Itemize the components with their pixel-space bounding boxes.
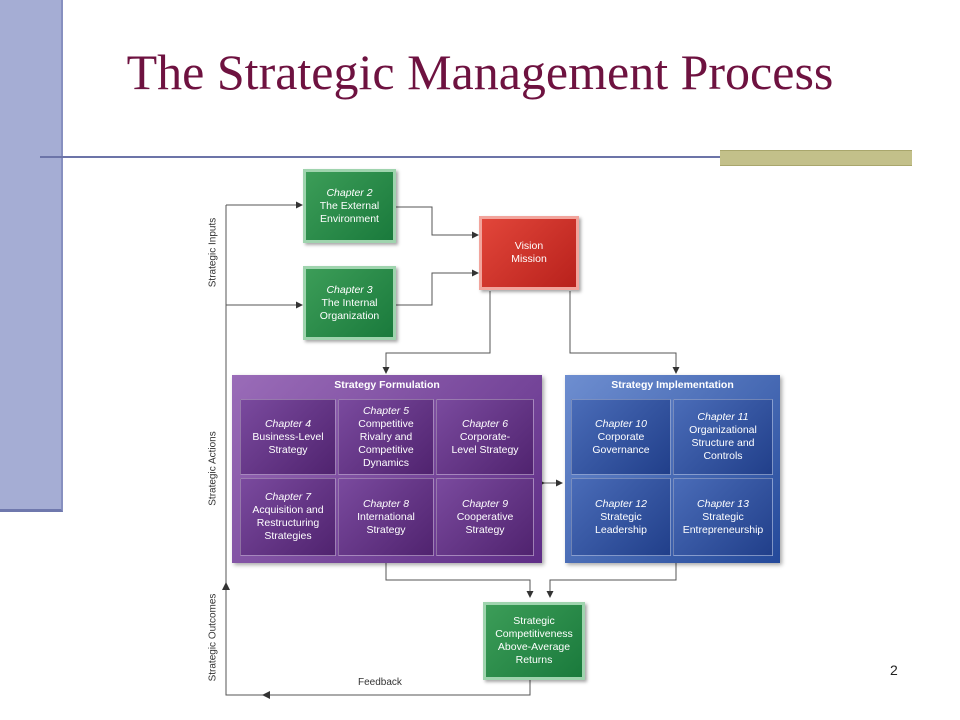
formulation-cell-chapter: Chapter 7 bbox=[264, 491, 312, 503]
feedback-arrowhead bbox=[262, 691, 270, 699]
accent-bar bbox=[720, 150, 912, 166]
implementation-cell-chapter: Chapter 12 bbox=[595, 497, 647, 510]
outcome-line2: Competitiveness bbox=[495, 628, 573, 640]
formulation-cell-chapter: Chapter 6 bbox=[461, 417, 509, 430]
outcome-line3: Above-Average bbox=[497, 641, 571, 653]
internal-chapter: Chapter 3 bbox=[326, 283, 373, 296]
internal-line2: Organization bbox=[319, 309, 380, 322]
internal-organization-box: Chapter 3 The Internal Organization bbox=[303, 266, 396, 340]
page-number: 2 bbox=[890, 662, 898, 678]
arrow-vision-to-implementation bbox=[569, 291, 680, 374]
implementation-cell-line: Structure and bbox=[691, 437, 755, 449]
vision-line2: Mission bbox=[511, 253, 547, 265]
outcome-line4: Returns bbox=[515, 654, 553, 666]
implementation-cell-line: Entrepreneurship bbox=[682, 523, 764, 536]
arrow-implementation-to-outcome bbox=[546, 563, 677, 598]
implementation-cell-chapter: Chapter 13 bbox=[697, 497, 749, 510]
arrow-vision-to-formulation bbox=[382, 291, 491, 374]
strategic-competitiveness-box: Strategic Competitiveness Above-Average … bbox=[483, 602, 585, 680]
vision-mission-box: Vision Mission bbox=[479, 216, 579, 290]
slide-title: The Strategic Management Process bbox=[126, 44, 834, 100]
formulation-title: Strategy Formulation bbox=[334, 379, 440, 391]
formulation-cell-chapter: Chapter 5 bbox=[362, 404, 410, 417]
formulation-cell-line: Strategy bbox=[465, 523, 505, 536]
arrow-formulation-to-outcome bbox=[385, 563, 534, 598]
formulation-cell-line: Dynamics bbox=[362, 456, 410, 469]
feedback-label: Feedback bbox=[358, 677, 402, 688]
formulation-cell-line: Strategies bbox=[264, 530, 312, 542]
implementation-cell-line: Leadership bbox=[595, 523, 647, 536]
implementation-cell-line: Controls bbox=[703, 450, 743, 462]
formulation-cell-line: Strategy bbox=[268, 443, 308, 456]
implementation-cell-line: Corporate bbox=[597, 430, 645, 443]
formulation-cell-line: Competitive bbox=[358, 417, 414, 430]
external-environment-box: Chapter 2 The External Environment bbox=[303, 169, 396, 243]
formulation-cell-line: Level Strategy bbox=[451, 443, 519, 456]
formulation-cell-line: Rivalry and bbox=[359, 430, 413, 443]
formulation-cell-line: International bbox=[357, 510, 415, 523]
strategic-outcomes-label: Strategic Outcomes bbox=[207, 593, 219, 682]
implementation-cell-line: Organizational bbox=[689, 424, 757, 436]
internal-line1: The Internal bbox=[321, 296, 378, 309]
arrow-external-to-vision bbox=[396, 206, 479, 239]
left-decorative-bar bbox=[0, 0, 63, 512]
formulation-cell-line: Competitive bbox=[358, 443, 414, 456]
formulation-cell-chapter: Chapter 8 bbox=[362, 497, 410, 510]
strategic-management-diagram: Strategic Inputs Strategic Actions Strat… bbox=[200, 165, 790, 705]
external-line1: The External bbox=[319, 199, 380, 212]
formulation-cell-line: Cooperative bbox=[456, 510, 514, 523]
feedback-loop-line bbox=[225, 205, 531, 696]
formulation-cell-line: Business-Level bbox=[252, 430, 324, 443]
outcome-line1: Strategic bbox=[513, 615, 555, 627]
arrow-internal-to-vision bbox=[396, 269, 479, 306]
connector-lines bbox=[222, 201, 680, 699]
implementation-cell-line: Governance bbox=[592, 443, 650, 456]
strategic-inputs-label: Strategic Inputs bbox=[207, 217, 219, 288]
formulation-cell-chapter: Chapter 9 bbox=[461, 497, 509, 510]
implementation-cell-chapter: Chapter 11 bbox=[697, 411, 749, 423]
spine-arrowhead bbox=[222, 582, 230, 590]
implementation-title: Strategy Implementation bbox=[611, 379, 734, 391]
implementation-cell-line: Strategic bbox=[600, 510, 642, 523]
formulation-cell-line: Acquisition and bbox=[252, 504, 324, 516]
formulation-cell-line: Restructuring bbox=[256, 517, 320, 529]
implementation-cell-line: Strategic bbox=[702, 510, 744, 523]
title-rule bbox=[40, 156, 720, 158]
formulation-cell-line: Strategy bbox=[366, 523, 406, 536]
formulation-cell-chapter: Chapter 4 bbox=[264, 417, 312, 430]
strategic-actions-label: Strategic Actions bbox=[207, 431, 219, 506]
formulation-cell-line: Corporate- bbox=[459, 430, 511, 443]
external-chapter: Chapter 2 bbox=[326, 186, 373, 199]
external-line2: Environment bbox=[320, 212, 379, 225]
vision-line1: Vision bbox=[514, 240, 544, 252]
implementation-cell-chapter: Chapter 10 bbox=[595, 417, 647, 430]
